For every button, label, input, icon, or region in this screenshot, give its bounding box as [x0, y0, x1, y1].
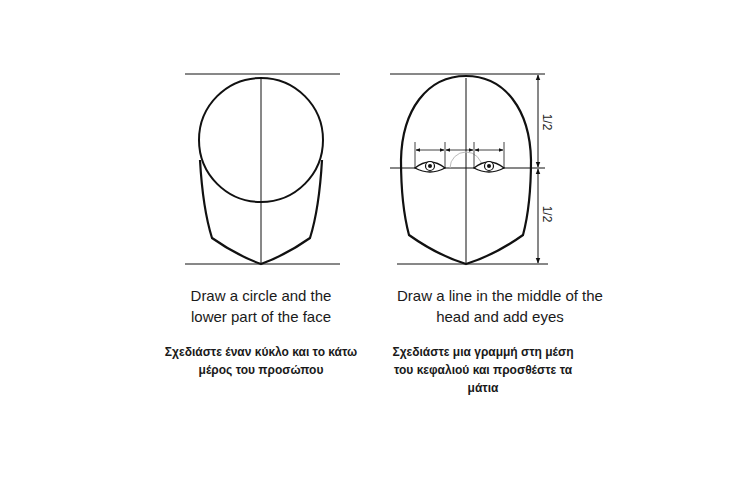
dimension-label: 1/2 [540, 205, 554, 224]
dimension-label: 1/2 [540, 113, 554, 132]
eyes [415, 162, 504, 173]
right-head [390, 74, 548, 264]
step-caption: Draw a circle and the lower part of the … [171, 285, 351, 327]
step-caption-greek: Σχεδιάστε έναν κύκλο και το κάτω μέρος τ… [159, 343, 364, 379]
step-caption: Draw a line in the middle of the head an… [395, 285, 605, 327]
left-head [185, 74, 340, 264]
step-caption-greek: Σχεδιάστε μια γραμμή στη μέση του κεφαλι… [391, 343, 576, 397]
